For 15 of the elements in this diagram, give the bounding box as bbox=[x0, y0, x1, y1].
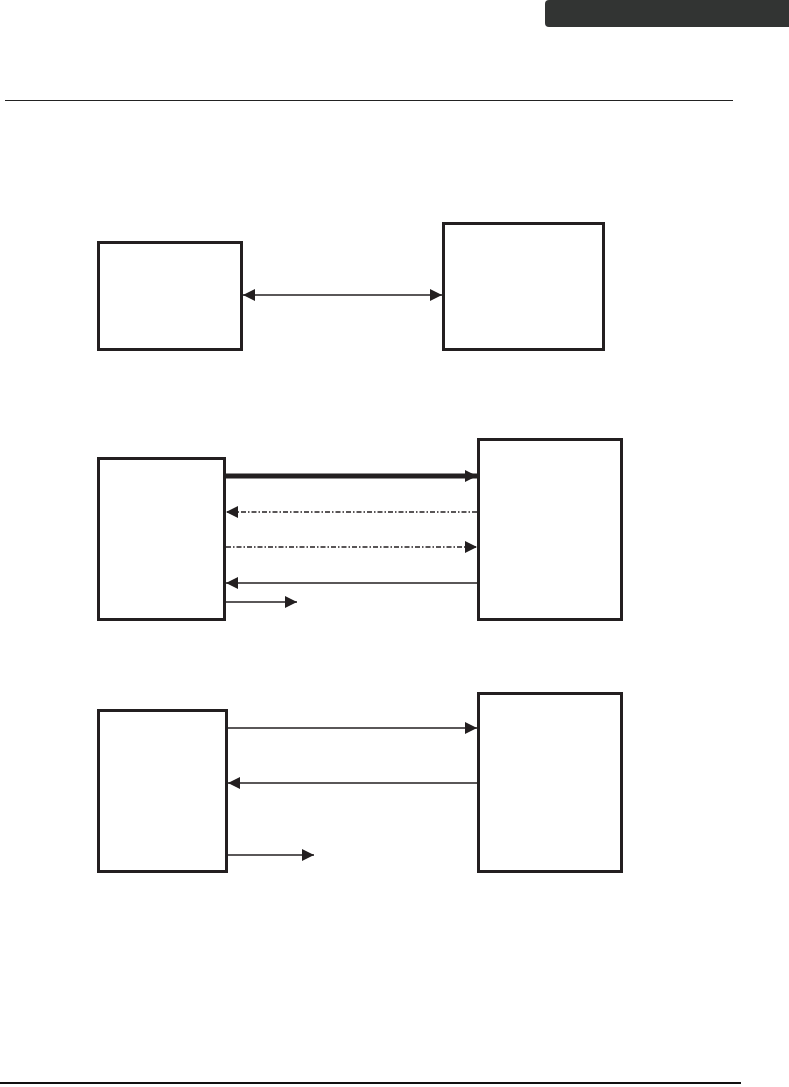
arrow bbox=[225, 577, 478, 589]
process-box bbox=[477, 438, 623, 621]
arrow bbox=[225, 506, 478, 518]
process-box bbox=[97, 457, 226, 621]
process-box bbox=[97, 241, 243, 351]
process-box bbox=[477, 692, 623, 873]
arrow bbox=[227, 777, 478, 789]
process-box bbox=[97, 709, 228, 873]
arrow bbox=[225, 541, 478, 553]
process-box bbox=[442, 222, 605, 351]
arrow bbox=[242, 289, 443, 301]
arrow bbox=[225, 596, 298, 608]
arrow bbox=[227, 722, 478, 734]
arrow bbox=[227, 849, 315, 861]
arrow bbox=[226, 470, 477, 482]
